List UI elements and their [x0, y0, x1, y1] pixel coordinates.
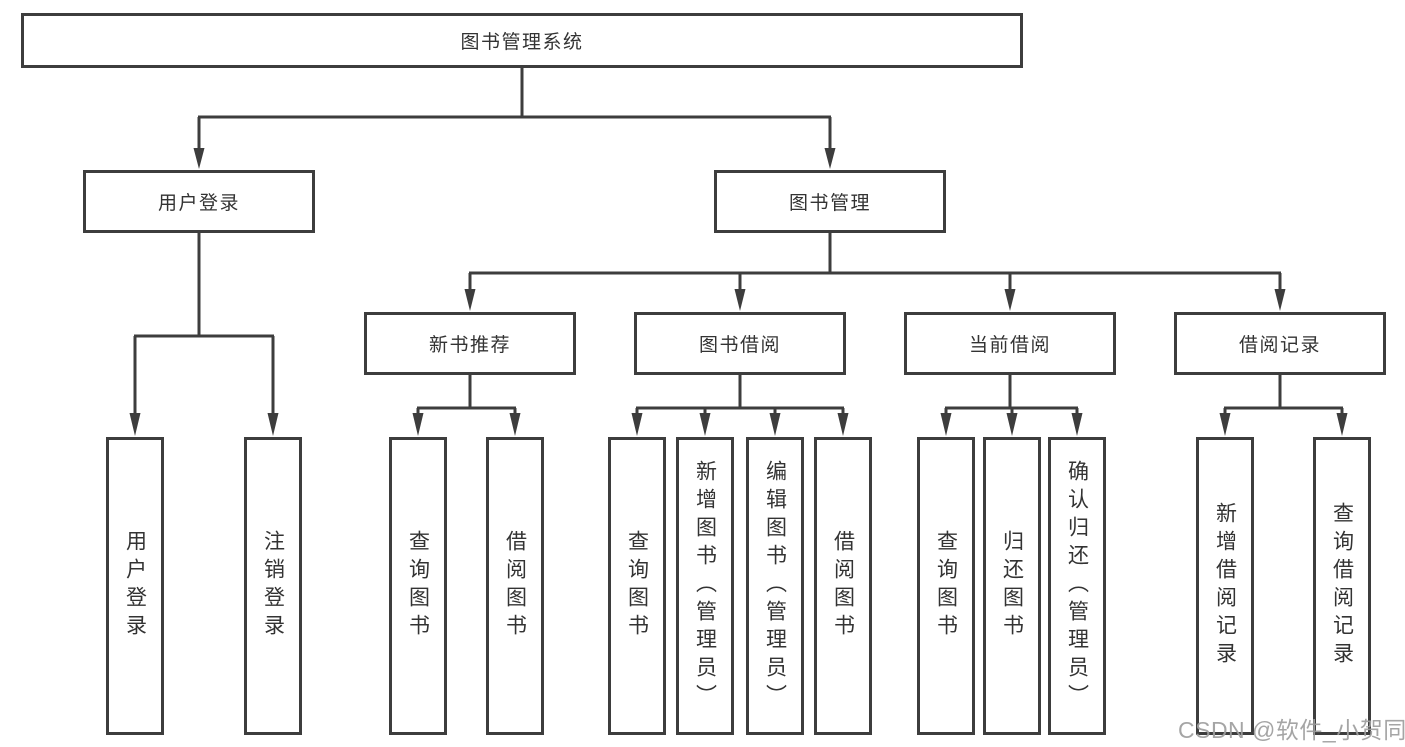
node-borrow-records-label: 借阅记录: [1238, 335, 1321, 356]
leaf-confirm-return-admin: 确认归还（管理员）: [1048, 437, 1106, 735]
leaf-return-book-label: 归还图书: [1000, 530, 1024, 642]
node-current-borrow-label: 当前借阅: [968, 335, 1051, 356]
node-root: 图书管理系统: [21, 13, 1023, 68]
node-book-borrow-label: 图书借阅: [698, 335, 781, 356]
node-user-login: 用户登录: [83, 170, 315, 233]
leaf-borrow-books-recommend-label: 借阅图书: [503, 530, 527, 642]
leaf-add-book-admin-label: 新增图书（管理员）: [693, 460, 717, 712]
node-book-management: 图书管理: [714, 170, 946, 233]
leaf-query-books-borrow-label: 查询图书: [625, 530, 649, 642]
leaf-query-books-recommend: 查询图书: [389, 437, 447, 735]
node-book-management-label: 图书管理: [788, 193, 871, 214]
leaf-logout-login: 注销登录: [244, 437, 302, 735]
node-root-label: 图书管理系统: [460, 32, 584, 53]
leaf-query-books-current-label: 查询图书: [934, 530, 958, 642]
leaf-query-books-current: 查询图书: [917, 437, 975, 735]
node-borrow-records: 借阅记录: [1174, 312, 1386, 375]
leaf-query-borrow-record-label: 查询借阅记录: [1330, 502, 1354, 670]
node-user-login-label: 用户登录: [157, 193, 240, 214]
leaf-add-borrow-record: 新增借阅记录: [1196, 437, 1254, 735]
leaf-edit-book-admin-label: 编辑图书（管理员）: [763, 460, 787, 712]
leaf-confirm-return-admin-label: 确认归还（管理员）: [1065, 460, 1089, 712]
leaf-borrow-books-recommend: 借阅图书: [486, 437, 544, 735]
csdn-watermark: CSDN @软件_小贺同学: [1178, 717, 1405, 743]
node-new-book-recommend-label: 新书推荐: [428, 335, 511, 356]
leaf-query-books-recommend-label: 查询图书: [406, 530, 430, 642]
leaf-user-login-label: 用户登录: [123, 530, 147, 642]
leaf-user-login: 用户登录: [106, 437, 164, 735]
leaf-return-book: 归还图书: [983, 437, 1041, 735]
leaf-edit-book-admin: 编辑图书（管理员）: [746, 437, 804, 735]
leaf-add-book-admin: 新增图书（管理员）: [676, 437, 734, 735]
leaf-borrow-books: 借阅图书: [814, 437, 872, 735]
leaf-add-borrow-record-label: 新增借阅记录: [1213, 502, 1237, 670]
leaf-logout-login-label: 注销登录: [261, 530, 285, 642]
node-new-book-recommend: 新书推荐: [364, 312, 576, 375]
leaf-borrow-books-label: 借阅图书: [831, 530, 855, 642]
leaf-query-books-borrow: 查询图书: [608, 437, 666, 735]
node-current-borrow: 当前借阅: [904, 312, 1116, 375]
node-book-borrow: 图书借阅: [634, 312, 846, 375]
leaf-query-borrow-record: 查询借阅记录: [1313, 437, 1371, 735]
